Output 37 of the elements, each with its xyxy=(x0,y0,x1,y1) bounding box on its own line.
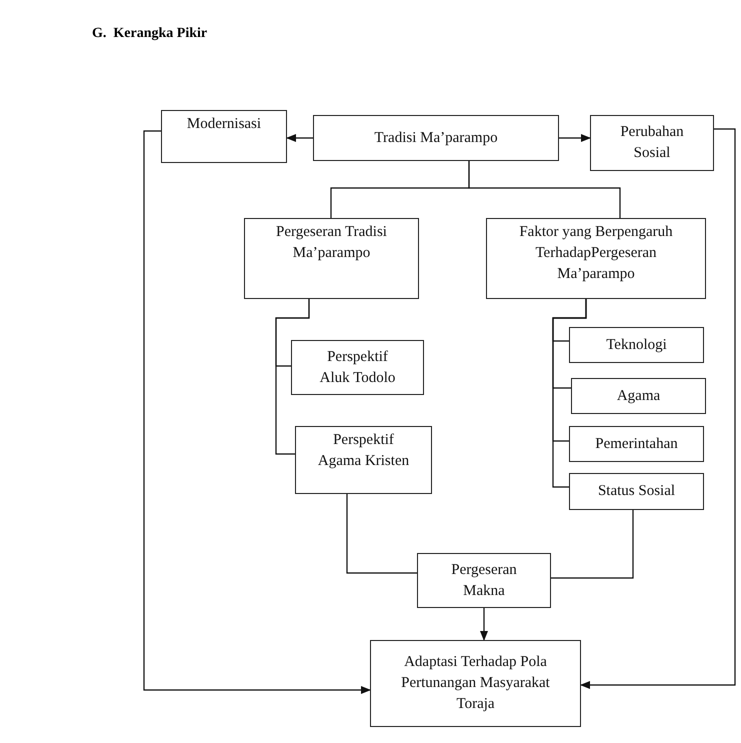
connector-line xyxy=(551,510,634,579)
arrow xyxy=(580,128,736,689)
box-label: Faktor yang Berpengaruh TerhadapPergeseran Ma’parampo xyxy=(518,223,674,284)
title: G. Kerangka Pikir xyxy=(92,26,208,42)
process-box xyxy=(295,426,432,494)
process-box xyxy=(291,340,424,395)
process-box xyxy=(313,115,559,161)
process-box xyxy=(569,426,704,462)
process-box xyxy=(417,553,551,608)
process-box xyxy=(244,218,419,299)
box-label: Pergeseran Makna xyxy=(450,560,518,600)
process-box xyxy=(569,473,704,510)
box-label: Modernisasi xyxy=(186,115,262,134)
process-box xyxy=(571,378,706,414)
box-label: Tradisi Ma’parampo xyxy=(374,128,498,148)
connector-line xyxy=(346,494,417,574)
connector-line xyxy=(552,299,587,488)
process-box xyxy=(590,115,714,171)
arrow xyxy=(143,130,371,694)
process-box xyxy=(370,640,581,727)
box-label: Adaptasi Terhadap Pola Pertunangan Masyarakat Toraja xyxy=(400,653,551,714)
arrow xyxy=(559,134,591,142)
box-label: Perspektif Agama Kristen xyxy=(316,431,410,471)
arrow xyxy=(480,608,488,641)
box-label: Teknologi xyxy=(606,336,667,354)
box-label: Pergeseran Tradisi Ma’parampo xyxy=(275,223,388,263)
box-label: Perubahan Sosial xyxy=(619,123,685,163)
box-label: Status Sosial xyxy=(598,482,676,501)
arrow xyxy=(286,134,313,142)
box-label: Perspektif Aluk Todolo xyxy=(318,348,396,388)
box-label: Pemerintahan xyxy=(595,434,678,454)
connector-line xyxy=(468,161,621,218)
process-box xyxy=(486,218,706,299)
connector-line xyxy=(275,299,310,455)
box-label: Agama xyxy=(616,386,660,406)
process-box xyxy=(569,327,704,363)
process-box xyxy=(161,110,287,163)
